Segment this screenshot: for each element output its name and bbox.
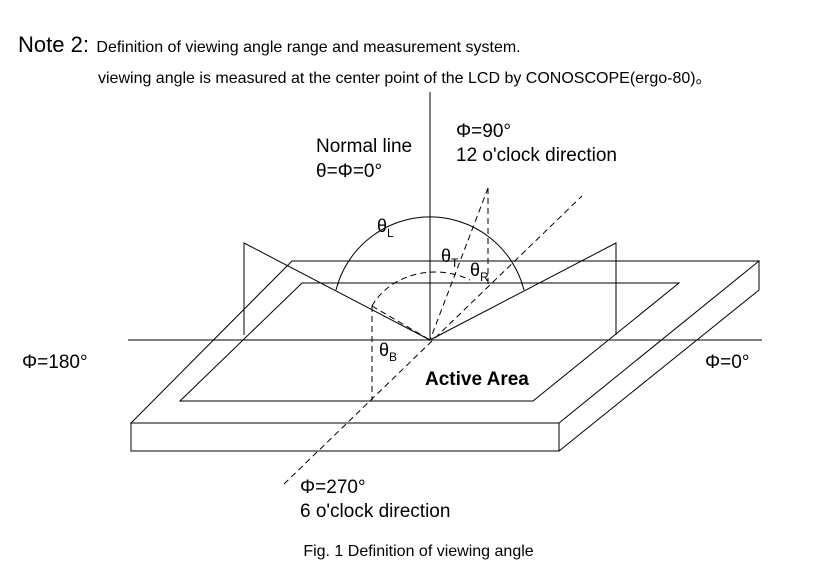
theta-t-label: θT xyxy=(441,246,459,270)
theta-r-label: θR xyxy=(470,260,489,284)
active-area-label: Active Area xyxy=(425,369,529,390)
note-subtitle: viewing angle is measured at the center … xyxy=(98,70,712,87)
figure-caption: Fig. 1 Definition of viewing angle xyxy=(303,543,534,560)
panel-front-face xyxy=(130,422,560,452)
panel-right-side xyxy=(558,261,760,452)
theta-b-label: θB xyxy=(379,340,397,364)
tilt-plane-edge-top xyxy=(429,187,489,341)
tilt-plane-edge-bottom xyxy=(371,305,431,341)
phi-0-label: Φ=0° xyxy=(705,352,749,373)
right-plane xyxy=(429,242,617,341)
phi-270-label: Φ=270° xyxy=(300,477,366,498)
left-plane xyxy=(243,242,431,341)
active-area-outline xyxy=(178,282,681,402)
dir-12-label: 12 o'clock direction xyxy=(456,145,617,166)
panel-top-face xyxy=(129,260,761,424)
theta-l-label: θL xyxy=(377,216,394,240)
note-label: Note 2: xyxy=(18,32,89,57)
normal-line-equation: θ=Φ=0° xyxy=(316,161,382,182)
phi-90-label: Φ=90° xyxy=(456,121,511,142)
note-heading: Note 2: Definition of viewing angle rang… xyxy=(18,32,521,58)
vertical-dashed-axis xyxy=(283,195,583,485)
phi-180-label: Φ=180° xyxy=(22,352,88,373)
theta-tb-arc xyxy=(371,271,471,307)
theta-lr-arc xyxy=(335,216,525,291)
dir-6-label: 6 o'clock direction xyxy=(300,501,450,522)
note-title: Definition of viewing angle range and me… xyxy=(96,39,521,56)
normal-line-label: Normal line xyxy=(316,136,412,157)
